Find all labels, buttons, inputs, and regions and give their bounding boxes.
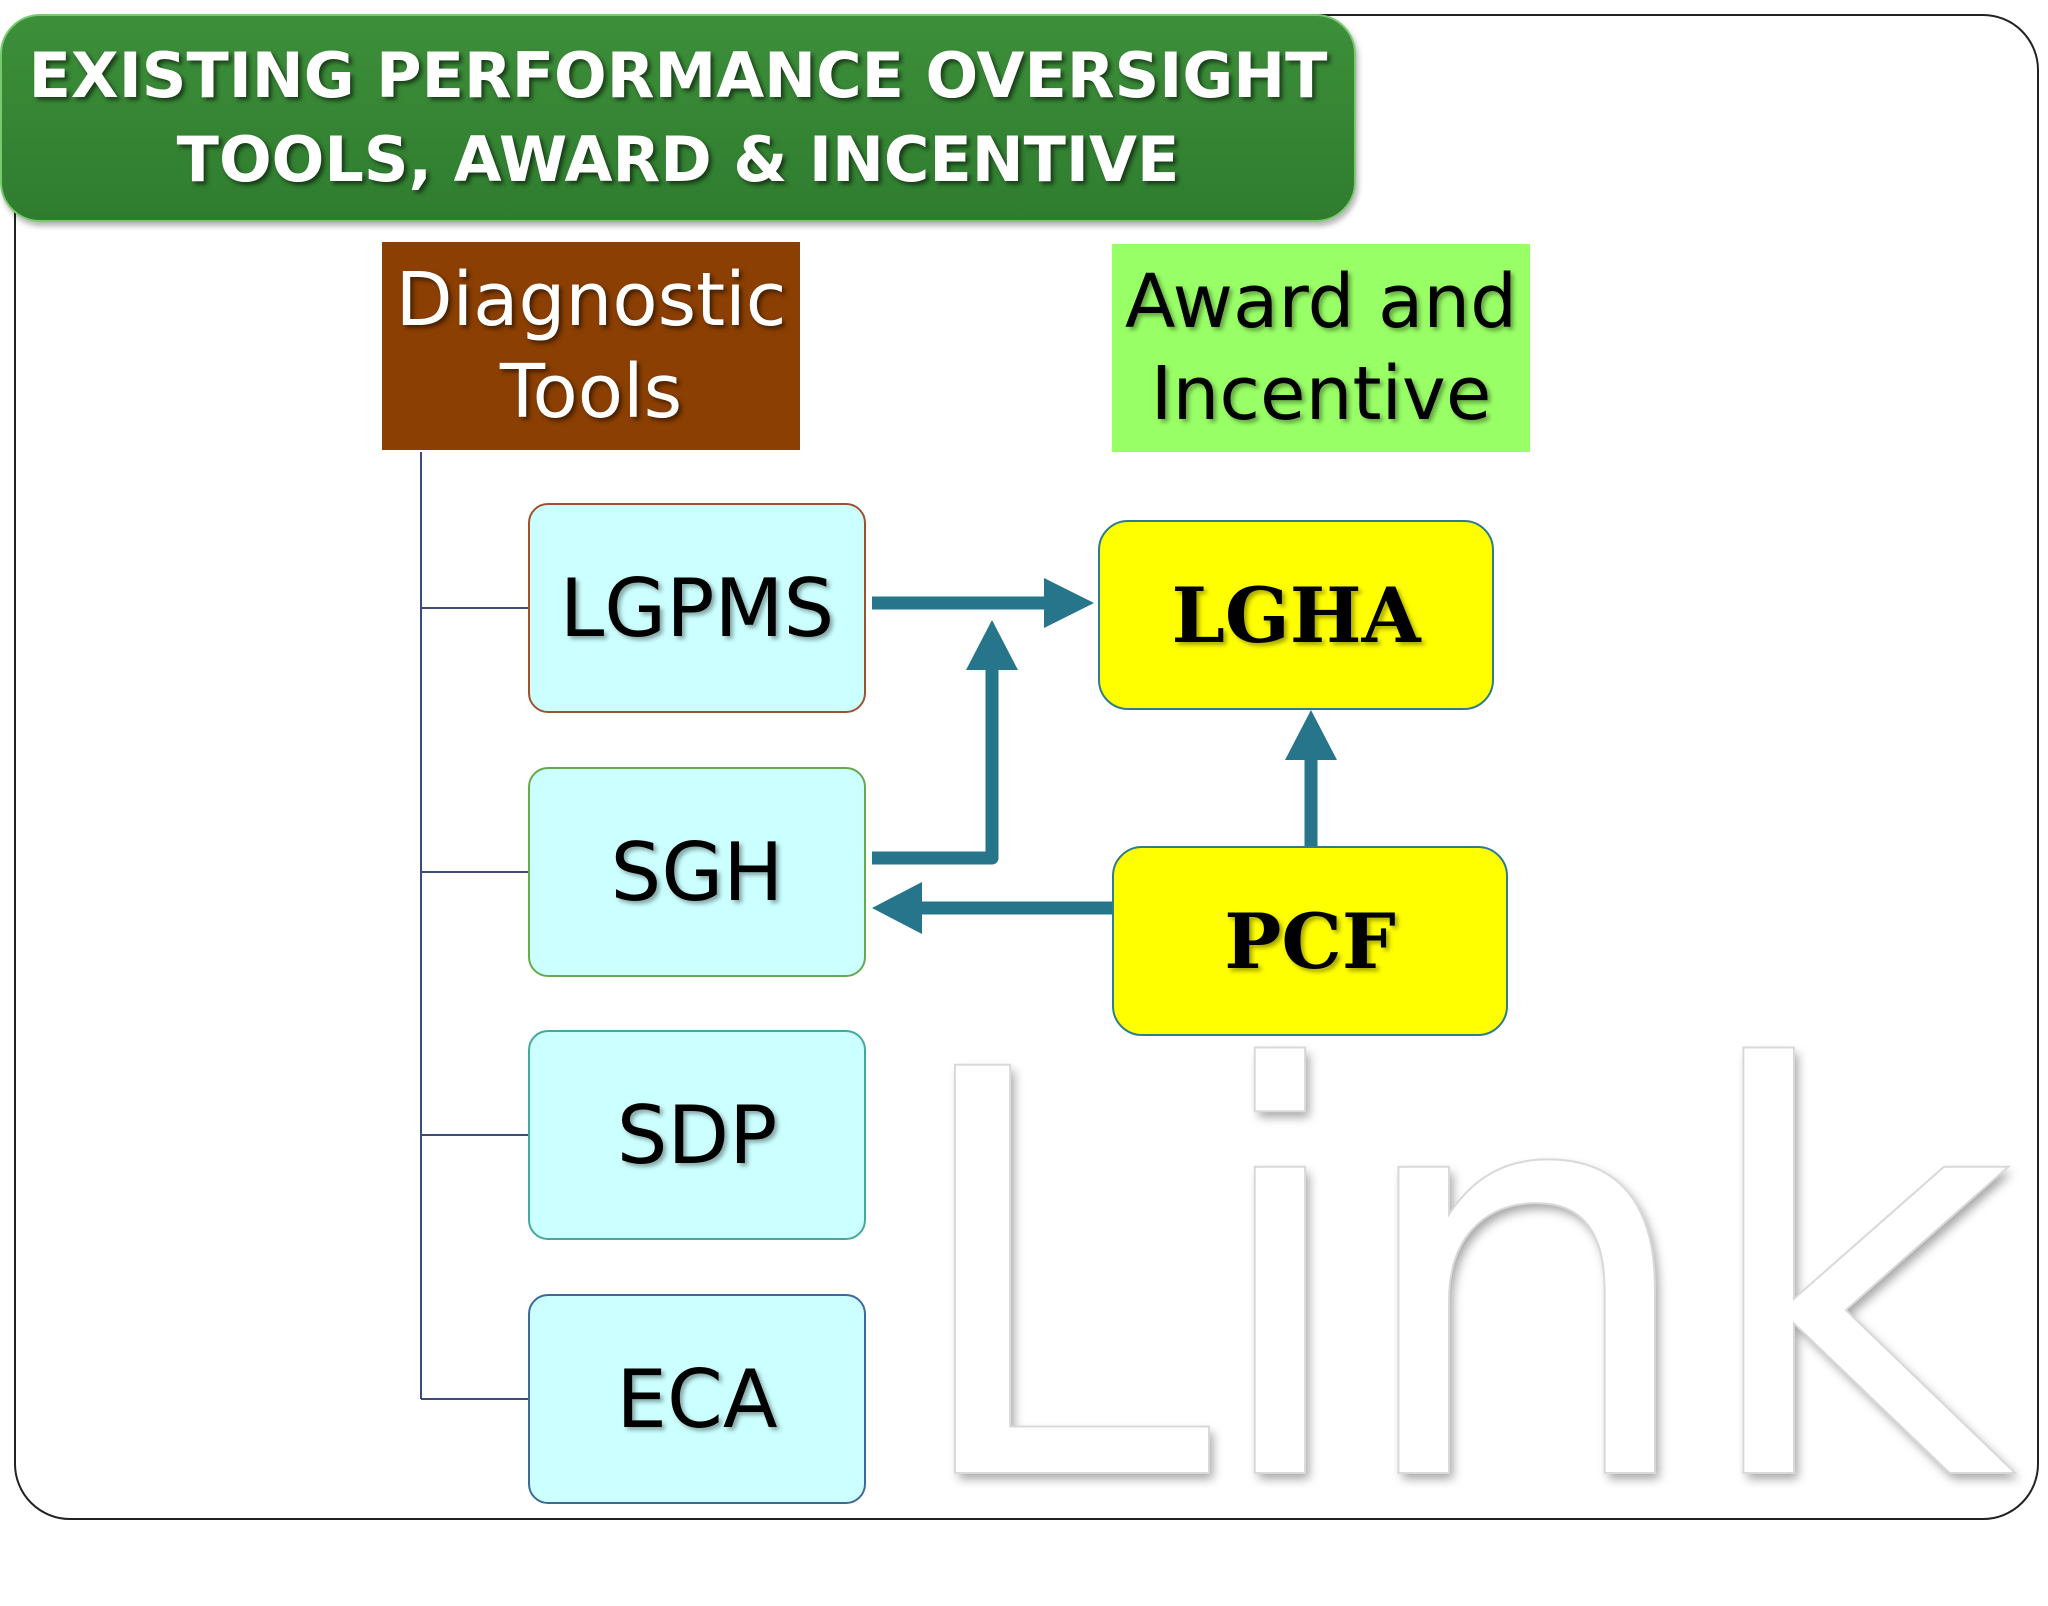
tool-box-sdp: SDP xyxy=(528,1030,866,1240)
award-header-line-1: Award and xyxy=(1124,259,1518,345)
arrowhead-up-sgh xyxy=(966,620,1018,670)
arrowhead-up-pcf xyxy=(1285,710,1337,760)
slide-frame xyxy=(14,14,2039,1520)
title-line-1: EXISTING PERFORMANCE OVERSIGHT xyxy=(28,39,1328,112)
tool-box-eca: ECA xyxy=(528,1294,866,1504)
arrowhead-right xyxy=(1044,578,1094,628)
diagnostic-header-line-2: Tools xyxy=(499,349,683,435)
award-incentive-header: Award and Incentive xyxy=(1112,244,1530,452)
diagnostic-header-line-1: Diagnostic xyxy=(395,257,787,343)
award-box-pcf: PCF xyxy=(1112,846,1508,1036)
title-line-2: TOOLS, AWARD & INCENTIVE xyxy=(176,123,1180,196)
award-box-lgha: LGHA xyxy=(1098,520,1494,710)
tool-box-lgpms: LGPMS xyxy=(528,503,866,713)
connector-lines xyxy=(420,452,1337,1400)
tool-box-sgh: SGH xyxy=(528,767,866,977)
link-watermark-text: Link xyxy=(899,954,2018,1606)
award-header-line-2: Incentive xyxy=(1150,351,1492,437)
arrowhead-left xyxy=(872,882,922,934)
arrow-sgh-to-lgha xyxy=(872,668,999,865)
title-banner: EXISTING PERFORMANCE OVERSIGHT TOOLS, AW… xyxy=(0,14,1356,222)
diagnostic-tools-header: Diagnostic Tools xyxy=(382,242,800,450)
tree-lines xyxy=(420,452,528,1400)
